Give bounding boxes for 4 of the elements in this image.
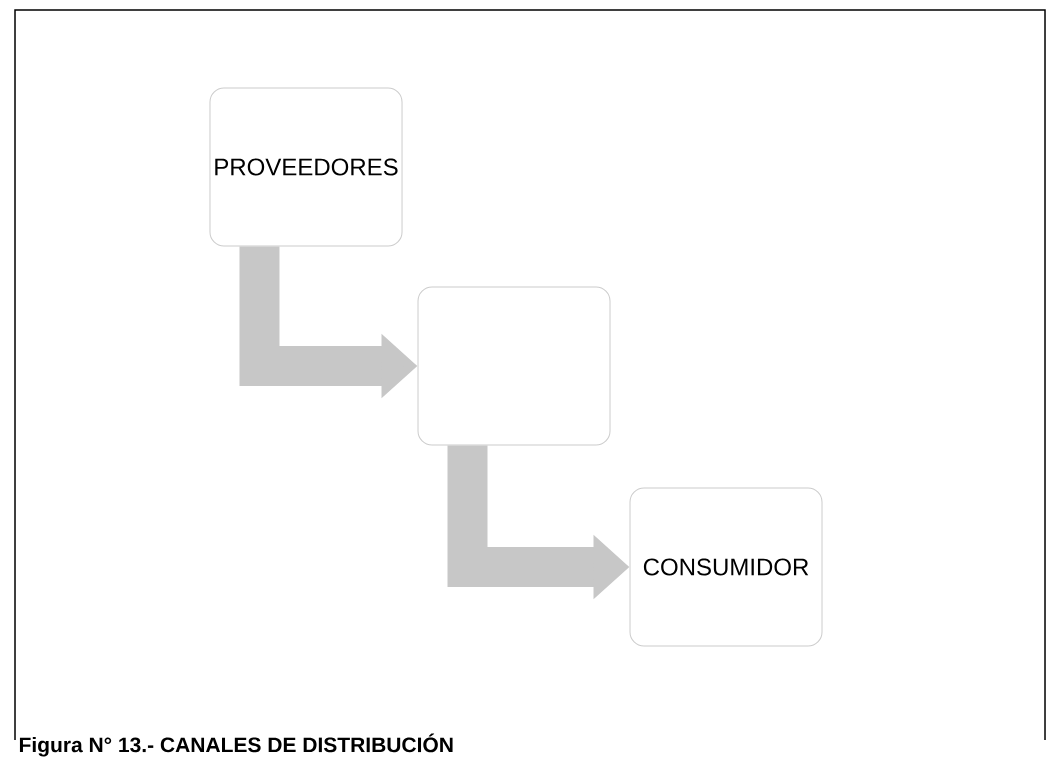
process-box [417, 286, 611, 446]
caption: Figura N° 13.- CANALES DE DISTRIBUCIÓN [19, 733, 453, 757]
process-box: PROVEEDORES [209, 87, 403, 247]
process-box: CONSUMIDOR [629, 487, 823, 647]
